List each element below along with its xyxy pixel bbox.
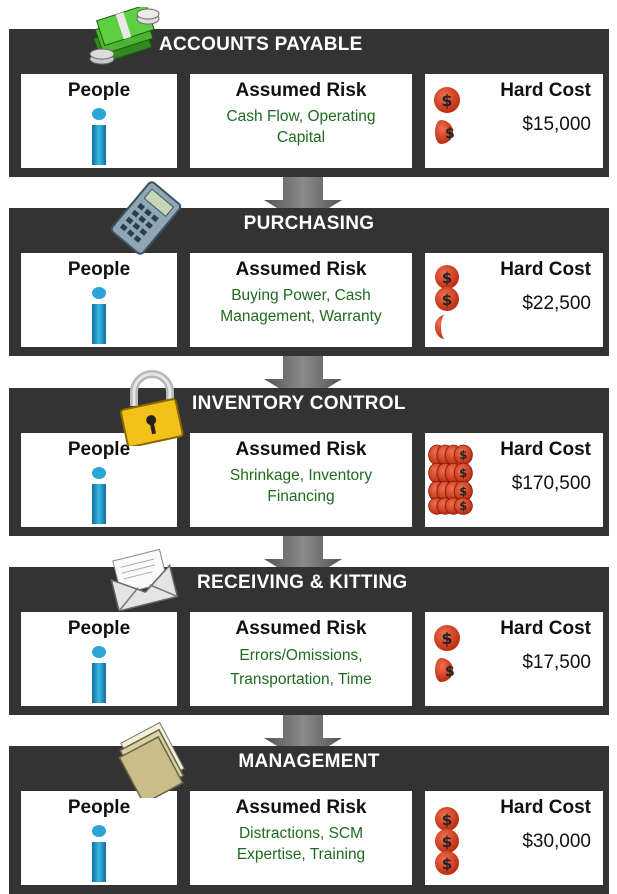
svg-text:$: $ (442, 833, 452, 851)
risk-text-line2: Financing (267, 488, 335, 505)
svg-text:$: $ (459, 466, 467, 480)
risk-text-line2: Transportation, Time (230, 671, 372, 688)
person-icon (92, 646, 106, 703)
cost-label: Hard Cost (500, 439, 591, 460)
section-purchasing: PURCHASING People Assumed Risk Buying Po… (9, 208, 609, 356)
person-icon (92, 467, 106, 524)
coin-stack-icon: $ $ $ (435, 807, 459, 875)
svg-text:$: $ (442, 855, 452, 873)
risk-text-line1: Errors/Omissions, (239, 647, 363, 664)
svg-text:$: $ (441, 629, 452, 648)
cost-label: Hard Cost (500, 618, 591, 639)
cost-label: Hard Cost (500, 259, 591, 280)
person-icon (92, 287, 106, 344)
people-label: People (67, 259, 131, 280)
people-box: People (21, 791, 177, 885)
cost-label: Hard Cost (500, 80, 591, 101)
cost-box: $ $ Hard Cost $17,500 (425, 612, 603, 706)
svg-text:$: $ (459, 448, 467, 462)
risk-text-line2: Expertise, Training (236, 846, 366, 863)
risk-text-line1: Shrinkage, Inventory (229, 467, 373, 484)
risk-box: Assumed Risk Distractions, SCM Expertise,… (190, 791, 412, 885)
section-title: MANAGEMENT (238, 751, 380, 772)
cost-box: $$$$ Hard Cost $170,500 (425, 433, 603, 527)
risk-box: Assumed Risk Errors/Omissions, Transporta… (190, 612, 412, 706)
money-stack-icon (89, 7, 160, 65)
people-label: People (67, 618, 131, 639)
section-title: PURCHASING (243, 213, 375, 234)
cost-box: $ $ $ Hard Cost $30,000 (425, 791, 603, 885)
person-icon (92, 825, 106, 882)
people-label: People (67, 439, 131, 460)
people-box: People (21, 433, 177, 527)
envelope-icon (110, 548, 179, 611)
cost-value: $17,500 (522, 652, 591, 673)
risk-text-line1: Distractions, SCM (238, 825, 364, 842)
people-label: People (67, 797, 131, 818)
risk-label: Assumed Risk (235, 797, 367, 818)
coin-stack-icon: $ $ (435, 265, 459, 339)
cost-value: $30,000 (522, 831, 591, 852)
section-receiving-kitting: RECEIVING & KITTING People Assumed Risk … (9, 567, 609, 715)
section-title: INVENTORY CONTROL (192, 393, 406, 414)
svg-text:$: $ (459, 499, 467, 513)
risk-label: Assumed Risk (235, 259, 367, 280)
person-icon (92, 108, 106, 165)
cost-box: $ $ Hard Cost $15,000 (425, 74, 603, 168)
coin-pile-icon: $$$$ (428, 444, 473, 515)
risk-text-line1: Buying Power, Cash (231, 287, 371, 304)
section-title: ACCOUNTS PAYABLE (159, 34, 363, 55)
padlock-icon (120, 370, 184, 446)
svg-text:$: $ (459, 484, 467, 498)
section-inventory-control: INVENTORY CONTROL People Assumed Risk Sh… (9, 388, 609, 536)
svg-text:$: $ (445, 664, 455, 680)
people-box: People (21, 253, 177, 347)
section-management: MANAGEMENT People Assumed Risk Distracti… (9, 746, 609, 894)
calculator-icon (110, 181, 182, 255)
section-title: RECEIVING & KITTING (197, 572, 408, 593)
cost-value: $170,500 (511, 473, 591, 494)
risk-text-line2: Capital (276, 129, 326, 146)
risk-label: Assumed Risk (235, 80, 367, 101)
svg-text:$: $ (441, 91, 452, 110)
cost-value: $15,000 (522, 114, 591, 135)
svg-text:$: $ (442, 811, 452, 829)
section-accounts-payable: ACCOUNTS PAYABLE People Assumed Risk Cas… (9, 29, 609, 177)
risk-text-line2: Management, Warranty (220, 308, 382, 325)
risk-text-line1: Cash Flow, Operating (226, 108, 376, 125)
risk-label: Assumed Risk (235, 618, 367, 639)
svg-text:$: $ (445, 126, 455, 142)
folder-icon (118, 721, 185, 798)
people-box: People (21, 612, 177, 706)
people-label: People (67, 80, 131, 101)
coin-stack-icon: $ $ (434, 625, 460, 682)
svg-text:$: $ (442, 291, 452, 309)
coin-stack-icon: $ $ (434, 87, 460, 144)
cost-label: Hard Cost (500, 797, 591, 818)
people-box: People (21, 74, 177, 168)
cost-value: $22,500 (522, 293, 591, 314)
risk-label: Assumed Risk (235, 439, 367, 460)
cost-box: $ $ Hard Cost $22,500 (425, 253, 603, 347)
svg-text:$: $ (442, 269, 452, 287)
